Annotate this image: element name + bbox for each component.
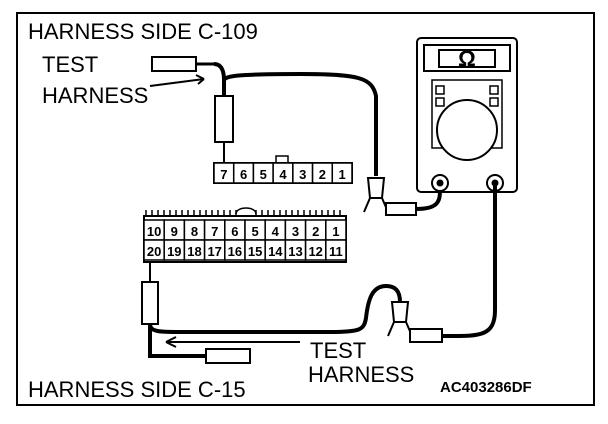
c15-pin-label: 6 bbox=[231, 224, 238, 239]
c109-pin-label: 3 bbox=[299, 167, 306, 182]
wire-meter-right bbox=[440, 183, 497, 338]
c15-pin-label: 18 bbox=[187, 244, 201, 259]
c109-pin-label: 6 bbox=[240, 167, 247, 182]
figure-code: AC403286DF bbox=[440, 379, 532, 396]
c15-pin-label: 4 bbox=[272, 224, 280, 239]
probe-pin-c15 bbox=[141, 281, 159, 325]
test-harness-probe-bottom bbox=[165, 336, 300, 364]
c15-pin-label: 14 bbox=[268, 244, 283, 259]
c109-pin-label: 7 bbox=[220, 167, 227, 182]
c15-pin-label: 7 bbox=[211, 224, 218, 239]
c15-pin-label: 2 bbox=[312, 224, 319, 239]
c15-pin-cell bbox=[325, 239, 347, 261]
c15-pin-label: 20 bbox=[147, 244, 161, 259]
c109-pin-label: 2 bbox=[319, 167, 326, 182]
clip-bottom bbox=[387, 301, 443, 343]
c15-pin-label: 16 bbox=[228, 244, 242, 259]
c15-pin-label: 5 bbox=[251, 224, 258, 239]
c15-pin-label: 15 bbox=[248, 244, 262, 259]
c15-pin-label: 1 bbox=[332, 224, 339, 239]
c15-pin-label: 19 bbox=[167, 244, 181, 259]
probe-pin-c109 bbox=[214, 95, 234, 143]
c15-pin-label: 8 bbox=[191, 224, 198, 239]
wire-c15-to-clip bbox=[148, 283, 402, 334]
label-harness-side-c15: HARNESS SIDE C-15 bbox=[28, 377, 246, 402]
c15-pin-label: 10 bbox=[147, 224, 161, 239]
c15-pin-label: 3 bbox=[292, 224, 299, 239]
wire-bottom-probe bbox=[148, 324, 206, 358]
label-test-top-2: HARNESS bbox=[42, 83, 148, 108]
c109-pin-cell bbox=[331, 162, 353, 184]
c109-pin-label: 4 bbox=[279, 167, 287, 182]
c15-pin-label: 12 bbox=[308, 244, 322, 259]
wire-c109-to-clip bbox=[222, 71, 378, 176]
c109-pin-label: 1 bbox=[339, 167, 346, 182]
ohm-symbol: Ω bbox=[458, 46, 476, 71]
ohmmeter-icon: Ω bbox=[416, 37, 518, 193]
test-harness-probe-top bbox=[149, 56, 214, 87]
c15-pin-label: 11 bbox=[329, 244, 343, 259]
c15-pin-label: 13 bbox=[288, 244, 302, 259]
c109-pin-label: 5 bbox=[260, 167, 267, 182]
clip-top bbox=[363, 177, 442, 216]
c15-pin-label: 17 bbox=[207, 244, 221, 259]
label-test-bottom-2: HARNESS bbox=[308, 362, 414, 387]
label-test-bottom-1: TEST bbox=[310, 338, 366, 363]
label-test-top-1: TEST bbox=[42, 52, 98, 77]
label-harness-side-c109: HARNESS SIDE C-109 bbox=[28, 19, 258, 44]
c15-pin-label: 9 bbox=[171, 224, 178, 239]
